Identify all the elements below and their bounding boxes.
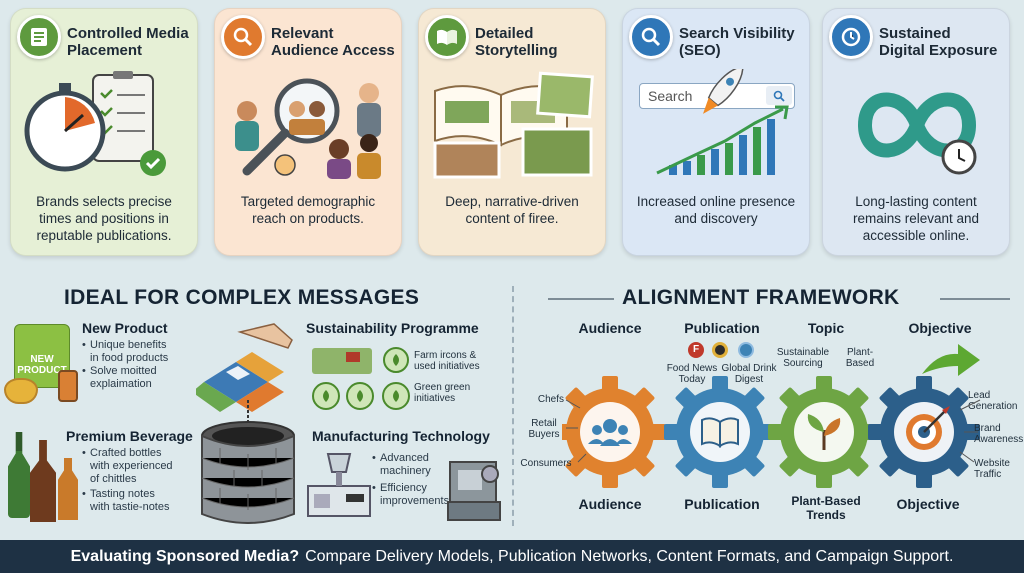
card-description: Deep, narrative-driven content of firee. bbox=[445, 194, 579, 226]
alignment-gears-diagram bbox=[562, 376, 980, 488]
card-description: Targeted demographic reach on products. bbox=[240, 194, 376, 226]
footer-banner: Evaluating Sponsored Media? Compare Deli… bbox=[0, 540, 1024, 573]
manufacturing-bullet: Efficiency improvements bbox=[372, 482, 449, 508]
checklist-badge-icon bbox=[17, 15, 61, 59]
open-book-icon bbox=[425, 15, 469, 59]
alignment-framework-heading: ALIGNMENT FRAMEWORK bbox=[622, 286, 900, 309]
audience-gear-icon bbox=[562, 376, 666, 488]
topic-gear-icon bbox=[768, 376, 880, 488]
card-search-visibility: Search Visibility (SEO) Search Increased… bbox=[622, 8, 810, 256]
card-controlled-media-placement: Controlled Media Placement Brands select… bbox=[10, 8, 198, 256]
new-product-title: New Product bbox=[82, 320, 168, 336]
search-icon bbox=[629, 15, 673, 59]
objective-item: Lead Generation bbox=[968, 390, 1018, 412]
alignment-heading-rule-left bbox=[548, 298, 614, 300]
audience-item: Chefs bbox=[537, 394, 564, 405]
stopwatch-checklist-icon bbox=[24, 71, 166, 176]
magnifier-people-icon bbox=[221, 15, 265, 59]
premium-beverage-bullet: Crafted bottles with experienced of chit… bbox=[82, 447, 193, 486]
footer-question: Evaluating Sponsored Media? bbox=[70, 547, 300, 565]
card-title: Search Visibility (SEO) bbox=[679, 25, 795, 59]
clock-refresh-icon bbox=[829, 15, 873, 59]
topic-item: Sustainable Sourcing bbox=[776, 347, 830, 369]
new-product-block: New Product Unique benefits in food prod… bbox=[82, 320, 168, 391]
search-button-icon[interactable] bbox=[766, 86, 792, 105]
card-title: Controlled Media Placement bbox=[67, 25, 189, 59]
premium-beverage-bullet: Tasting notes with tastie-notes bbox=[82, 488, 193, 514]
footer-text: Compare Delivery Models, Publication Net… bbox=[305, 547, 954, 565]
card-title: Relevant Audience Access bbox=[271, 25, 395, 59]
section-divider bbox=[512, 286, 514, 526]
infinity-clock-icon bbox=[857, 92, 977, 175]
sauce-jar-icon bbox=[58, 370, 78, 402]
manufacturing-bullet: Advanced machinery bbox=[372, 452, 449, 478]
beer-bottle-icon bbox=[8, 432, 30, 518]
column-bottom-publication: Publication bbox=[684, 496, 760, 512]
manufacturing-bullets: Advanced machinery Efficiency improvemen… bbox=[372, 452, 449, 508]
book-photos-illustration-icon bbox=[433, 71, 594, 179]
column-top-publication: Publication bbox=[684, 320, 760, 336]
card-description: Increased online presence and discovery bbox=[636, 194, 796, 226]
card-title: Detailed Storytelling bbox=[475, 25, 558, 59]
sustainability-programme-title: Sustainability Programme bbox=[306, 320, 479, 336]
ale-bottle-icon bbox=[30, 440, 56, 522]
industrial-press-icon bbox=[447, 461, 501, 521]
publication-gear-icon bbox=[664, 376, 776, 488]
manufacturing-machine-icon bbox=[307, 453, 371, 517]
people-magnifier-illustration-icon bbox=[235, 78, 381, 179]
objective-gear-icon bbox=[868, 376, 980, 488]
globe-logo-icon bbox=[738, 342, 754, 358]
manufacturing-technology-block: Manufacturing Technology bbox=[312, 428, 490, 444]
card-description: Brands selects precise times and positio… bbox=[36, 194, 172, 243]
publication-item: Food News Today bbox=[666, 363, 718, 385]
card-title: Sustained Digital Exposure bbox=[879, 25, 998, 59]
food-news-logo-icon: F bbox=[688, 342, 704, 358]
sustainability-note: Farm ircons & used initiatives bbox=[414, 350, 480, 372]
objective-item: Website Traffic bbox=[974, 458, 1010, 480]
premium-beverage-block: Premium Beverage Crafted bottles with ex… bbox=[66, 428, 193, 514]
column-bottom-topic: Plant-Based Trends bbox=[791, 494, 861, 522]
card-relevant-audience-access: Relevant Audience Access Targeted demogr… bbox=[214, 8, 402, 256]
premium-beverage-title: Premium Beverage bbox=[66, 428, 193, 444]
audience-item: Consumers bbox=[520, 458, 572, 469]
column-bottom-audience: Audience bbox=[578, 496, 642, 512]
rocket-growth-chart-icon bbox=[656, 69, 789, 175]
sustainability-note: Green green initiatives bbox=[414, 382, 471, 404]
card-description: Long-lasting content remains relevant an… bbox=[852, 194, 980, 243]
publication-item: Global Drink Digest bbox=[721, 363, 777, 385]
ideal-for-complex-messages-heading: IDEAL FOR COMPLEX MESSAGES bbox=[64, 286, 420, 309]
card-detailed-storytelling: Detailed Storytelling Deep, narrative-dr… bbox=[418, 8, 606, 256]
column-top-audience: Audience bbox=[578, 320, 642, 336]
alignment-heading-rule-right bbox=[940, 298, 1010, 300]
topic-item: Plant- Based bbox=[845, 347, 875, 369]
sustainability-programme-block: Sustainability Programme bbox=[306, 320, 479, 336]
search-placeholder: Search bbox=[648, 88, 693, 104]
column-bottom-objective: Objective bbox=[896, 496, 960, 512]
new-product-bullet: Solve moitted explaimation bbox=[82, 365, 168, 391]
magazine-logo-icon bbox=[712, 342, 728, 358]
manufacturing-technology-title: Manufacturing Technology bbox=[312, 428, 490, 444]
small-bottle-icon bbox=[58, 458, 78, 520]
new-product-bullet: Unique benefits in food products bbox=[82, 339, 168, 365]
objective-item: Brand Awareness bbox=[974, 423, 1024, 445]
objective-arrow-icon bbox=[922, 344, 980, 376]
audience-item: Retail Buyers bbox=[528, 418, 560, 440]
snack-bowl-icon bbox=[4, 378, 38, 404]
puzzle-well-illustration-icon bbox=[196, 323, 295, 524]
card-sustained-digital-exposure: Sustained Digital Exposure Long-lasting … bbox=[822, 8, 1010, 256]
farm-and-green-initiative-icons bbox=[312, 347, 410, 410]
new-product-pouch-label: NEW PRODUCT bbox=[17, 354, 67, 376]
column-top-objective: Objective bbox=[908, 320, 972, 336]
column-top-topic: Topic bbox=[807, 320, 845, 336]
